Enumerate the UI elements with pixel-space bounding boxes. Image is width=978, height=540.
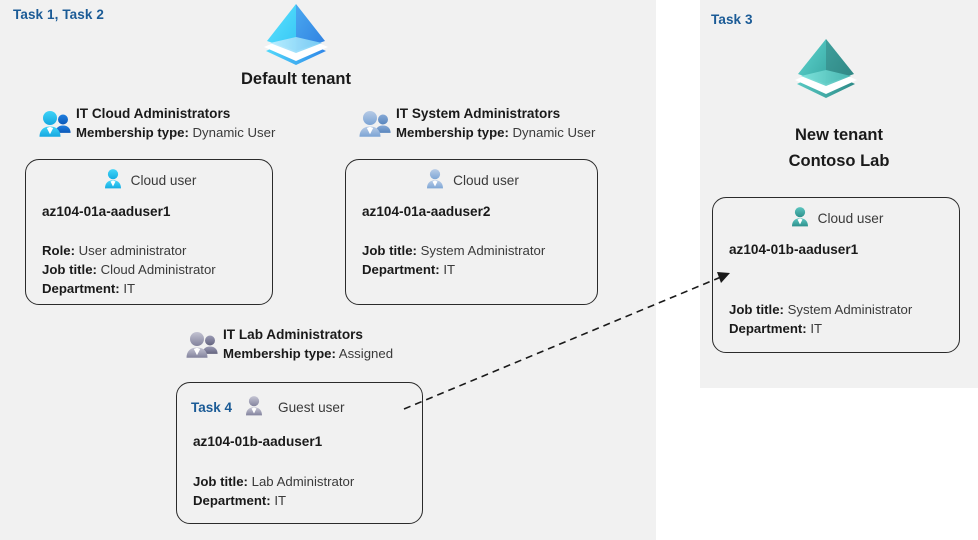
user-card-az104-01a-aaduser2[interactable]: Cloud user az104-01a-aaduser2 Job title:…: [345, 159, 598, 305]
user-upn: az104-01a-aaduser2: [362, 204, 491, 219]
new-tenant-title-line1: New tenant: [794, 126, 883, 144]
property-value: System Administrator: [787, 302, 913, 317]
cloud-user-icon: [789, 206, 811, 231]
guest-user-icon: [243, 395, 265, 420]
user-property-row: Job title: System Administrator: [729, 300, 912, 319]
property-label: Job title:: [193, 474, 248, 489]
azure-ad-tenant-icon-default: [258, 1, 334, 67]
user-card-header: Task 4 Guest user: [177, 395, 422, 420]
group-membership-label: Membership type:: [396, 125, 509, 140]
user-properties: Job title: System Administrator Departme…: [729, 300, 912, 338]
group-name: IT System Administrators: [396, 106, 561, 121]
property-label: Role:: [42, 243, 75, 258]
user-kind-label: Cloud user: [453, 173, 519, 188]
group-membership-label: Membership type:: [76, 125, 189, 140]
property-value: System Administrator: [420, 243, 546, 258]
property-label: Job title:: [42, 262, 97, 277]
property-label: Department:: [193, 493, 271, 508]
user-property-row: Job title: System Administrator: [362, 241, 545, 260]
user-kind-label: Guest user: [278, 400, 345, 415]
user-upn: az104-01b-aaduser1: [729, 242, 859, 257]
user-card-az104-01b-aaduser1-guest[interactable]: Task 4 Guest user az104-01b-aaduser1 Job…: [176, 382, 423, 524]
group-membership-label: Membership type:: [223, 346, 336, 361]
property-value: IT: [123, 281, 136, 296]
user-property-row: Department: IT: [193, 491, 354, 510]
user-property-row: Department: IT: [729, 319, 912, 338]
user-properties: Job title: System Administrator Departme…: [362, 241, 545, 279]
property-value: IT: [810, 321, 823, 336]
group-it-lab-administrators: IT Lab Administrators Membership type: A…: [185, 325, 485, 363]
property-value: User administrator: [78, 243, 187, 258]
user-card-az104-01a-aaduser1[interactable]: Cloud user az104-01a-aaduser1 Role: User…: [25, 159, 273, 305]
group-it-system-administrators: IT System Administrators Membership type…: [358, 104, 658, 142]
user-card-header: Cloud user: [346, 168, 597, 193]
property-value: IT: [274, 493, 287, 508]
user-properties: Role: User administrator Job title: Clou…: [42, 241, 216, 298]
user-card-header: Cloud user: [26, 168, 272, 193]
user-upn: az104-01a-aaduser1: [42, 204, 171, 219]
group-users-icon: [185, 331, 219, 366]
task-label-right-panel: Task 3: [711, 12, 753, 27]
property-label: Department:: [42, 281, 120, 296]
user-property-row: Role: User administrator: [42, 241, 216, 260]
cloud-user-icon: [424, 168, 446, 193]
group-membership: Membership type: Assigned: [223, 344, 485, 363]
task-label-left-panel: Task 1, Task 2: [13, 7, 104, 22]
property-label: Department:: [362, 262, 440, 277]
property-label: Department:: [729, 321, 807, 336]
azure-ad-tenant-icon-new: [790, 36, 862, 100]
property-label: Job title:: [362, 243, 417, 258]
group-users-icon: [358, 110, 392, 145]
group-name: IT Cloud Administrators: [76, 106, 231, 121]
user-property-row: Job title: Lab Administrator: [193, 472, 354, 491]
user-property-row: Department: IT: [362, 260, 545, 279]
property-value: IT: [443, 262, 456, 277]
user-kind-label: Cloud user: [817, 211, 884, 226]
cloud-user-icon: [102, 168, 124, 193]
user-property-row: Job title: Cloud Administrator: [42, 260, 216, 279]
user-card-header: Cloud user: [713, 206, 959, 231]
group-name: IT Lab Administrators: [223, 327, 363, 342]
default-tenant-panel: [0, 0, 656, 540]
property-label: Job title:: [729, 302, 784, 317]
user-card-az104-01b-aaduser1-cloud[interactable]: Cloud user az104-01b-aaduser1 Job title:…: [712, 197, 960, 353]
new-tenant-title-line2: Contoso Lab: [788, 152, 890, 170]
group-membership-value: Dynamic User: [192, 125, 276, 140]
property-value: Lab Administrator: [251, 474, 355, 489]
default-tenant-title: Default tenant: [240, 70, 351, 88]
group-it-cloud-administrators: IT Cloud Administrators Membership type:…: [38, 104, 338, 142]
user-properties: Job title: Lab Administrator Department:…: [193, 472, 354, 510]
task-label-guest-user: Task 4: [191, 400, 233, 415]
group-membership-value: Dynamic User: [512, 125, 596, 140]
user-kind-label: Cloud user: [130, 173, 197, 188]
group-membership: Membership type: Dynamic User: [76, 123, 338, 142]
group-membership-value: Assigned: [338, 346, 394, 361]
user-upn: az104-01b-aaduser1: [193, 434, 323, 449]
group-membership: Membership type: Dynamic User: [396, 123, 658, 142]
property-value: Cloud Administrator: [100, 262, 216, 277]
user-property-row: Department: IT: [42, 279, 216, 298]
group-users-icon: [38, 110, 72, 145]
